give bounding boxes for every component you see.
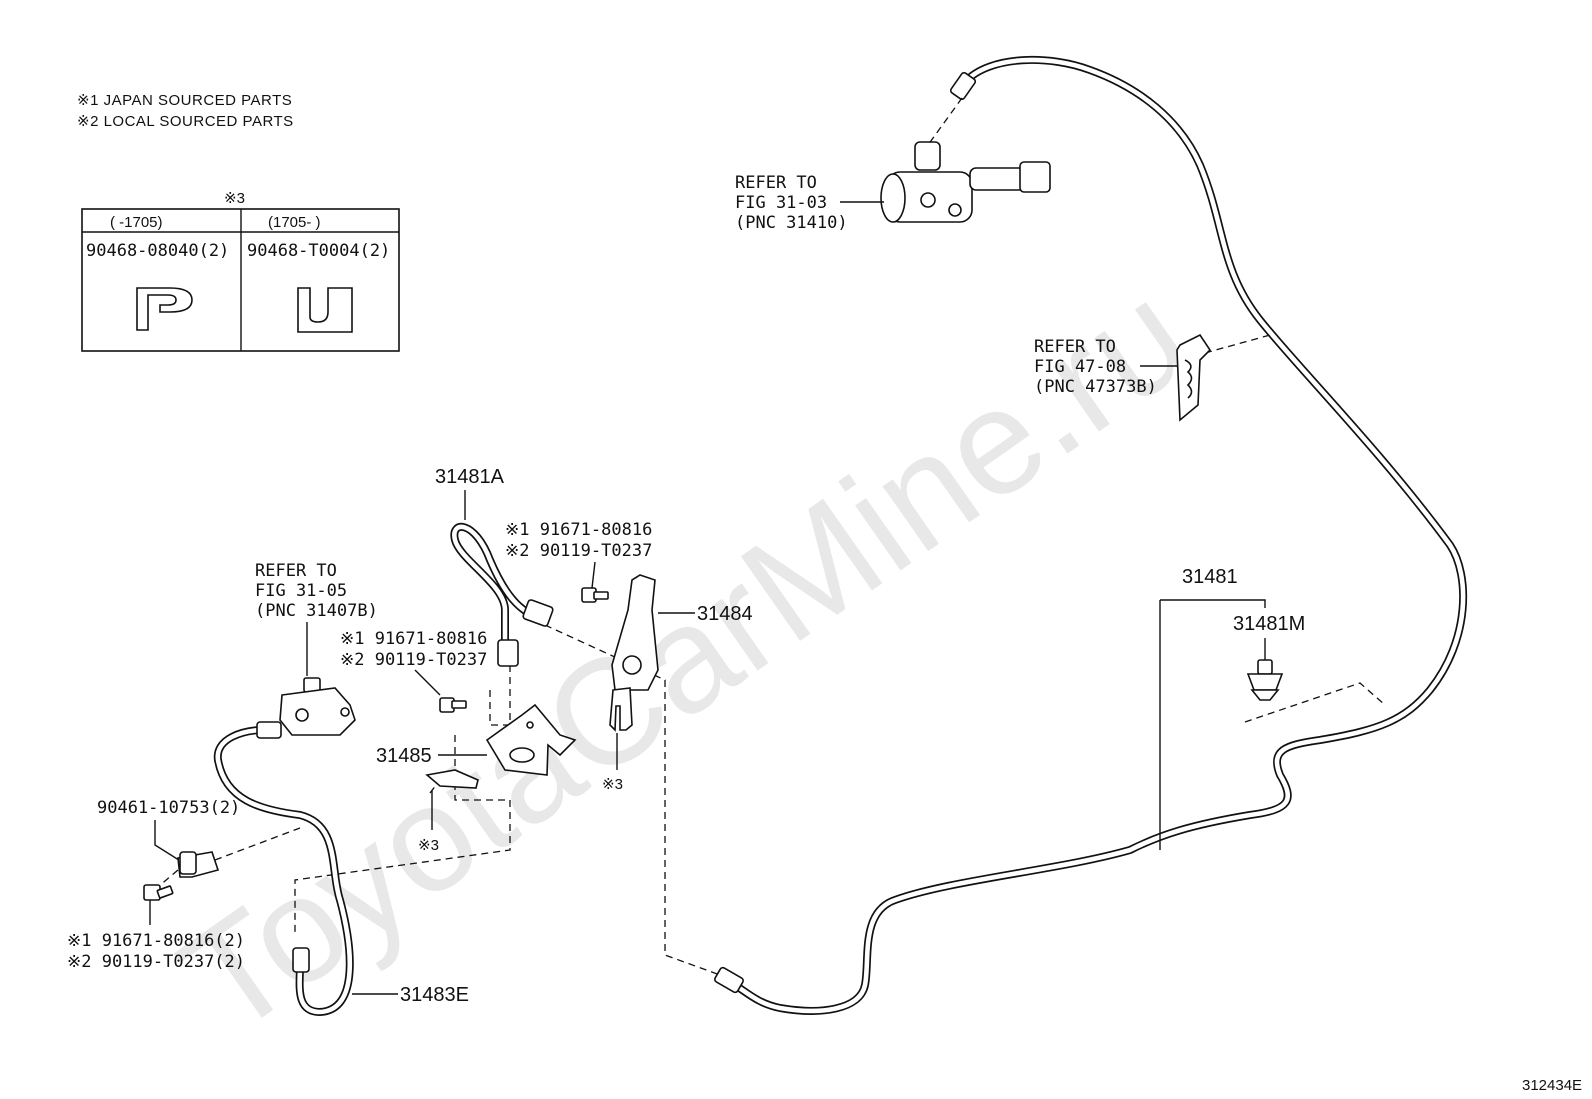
label-note3-right: ※3 (602, 776, 623, 793)
svg-text:(PNC 31407B): (PNC 31407B) (255, 601, 378, 621)
bolt-b-icon (439, 697, 467, 713)
legend-japan-sourced: ※1 JAPAN SOURCED PARTS (77, 92, 292, 109)
bolt-label-a-local: ※2 90119-T0237 (505, 541, 652, 561)
label-31481a: 31481A (435, 466, 505, 488)
label-note3-left: ※3 (418, 837, 439, 854)
master-cylinder-ref: REFER TO FIG 31-03 (PNC 31410) (735, 173, 884, 233)
svg-text:FIG 31-05: FIG 31-05 (255, 581, 347, 601)
clip-table-title: ※3 (224, 190, 245, 207)
clip-table-col2-part: 90468-T0004(2) (247, 241, 390, 261)
clip-table-col2-header: (1705- ) (268, 214, 321, 231)
bolt-label-b-japan: ※1 91671-80816 (340, 629, 487, 649)
clip-table-col1-part: 90468-08040(2) (86, 241, 229, 261)
svg-text:REFER TO: REFER TO (1034, 337, 1116, 357)
tube-clamp-ref: REFER TO FIG 47-08 (PNC 47373B) (1034, 337, 1177, 397)
legend-local-sourced: ※2 LOCAL SOURCED PARTS (77, 113, 294, 130)
svg-text:REFER TO: REFER TO (735, 173, 817, 193)
label-31484: 31484 (697, 603, 753, 625)
bolt-c-icon (143, 884, 174, 901)
tube-clamp-47373b (1176, 333, 1212, 422)
hose-fitting-upper (522, 599, 554, 627)
svg-text:(PNC 47373B): (PNC 47373B) (1034, 377, 1157, 397)
clip-table-col1-header: ( -1705) (110, 214, 163, 231)
bolt-label-c-japan: ※1 91671-80816(2) (67, 931, 245, 951)
svg-text:FIG 47-08: FIG 47-08 (1034, 357, 1126, 377)
label-31485: 31485 (376, 745, 432, 767)
label-31481: 31481 (1182, 566, 1238, 588)
tube-31483e-fitting-lower (292, 947, 310, 973)
label-90461-clamp: 90461-10753(2) (97, 798, 240, 818)
tube-fitting-top (949, 71, 977, 101)
clip-08040-icon (136, 287, 193, 331)
clip-31481m (1246, 659, 1284, 701)
tube-31483e-fitting-upper (256, 721, 282, 739)
label-31481m: 31481M (1233, 613, 1305, 635)
clutch-master-cylinder (880, 141, 1051, 223)
tube-clamp-90461 (177, 851, 220, 878)
svg-text:FIG 31-03: FIG 31-03 (735, 193, 827, 213)
clip-variant-table: ※3 ( -1705) (1705- ) 90468-08040(2) 9046… (81, 190, 400, 352)
label-31483e: 31483E (400, 984, 469, 1006)
union-31407b (279, 677, 356, 736)
bracket-31485 (485, 703, 577, 776)
figure-id: 312434E (1522, 1077, 1582, 1094)
bolt-label-a-japan: ※1 91671-80816 (505, 520, 652, 540)
union-ref: REFER TO FIG 31-05 (PNC 31407B) (255, 561, 378, 676)
bolt-label-c-local: ※2 90119-T0237(2) (67, 952, 245, 972)
bolt-a-icon (581, 587, 609, 603)
svg-text:REFER TO: REFER TO (255, 561, 337, 581)
bolt-label-b-local: ※2 90119-T0237 (340, 650, 487, 670)
clip-note3-right-icon (609, 687, 633, 732)
bracket-31484 (611, 574, 659, 691)
label-31481-group: 31481 31481M (1159, 566, 1305, 850)
svg-text:(PNC 31410): (PNC 31410) (735, 213, 848, 233)
hose-fitting-lower (497, 639, 519, 667)
clip-t0004-icon (297, 287, 353, 333)
clip-note3-left-icon (425, 769, 479, 789)
